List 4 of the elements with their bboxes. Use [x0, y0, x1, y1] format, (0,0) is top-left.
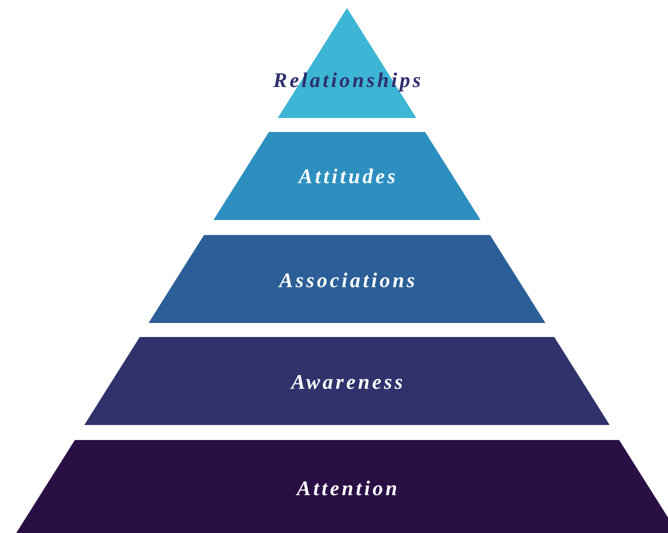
pyramid-layer: Attitudes: [213, 132, 481, 220]
pyramid-layer: Awareness: [84, 337, 610, 425]
pyramid-layer: Associations: [148, 235, 546, 323]
pyramid-layer: Attention: [16, 440, 668, 533]
